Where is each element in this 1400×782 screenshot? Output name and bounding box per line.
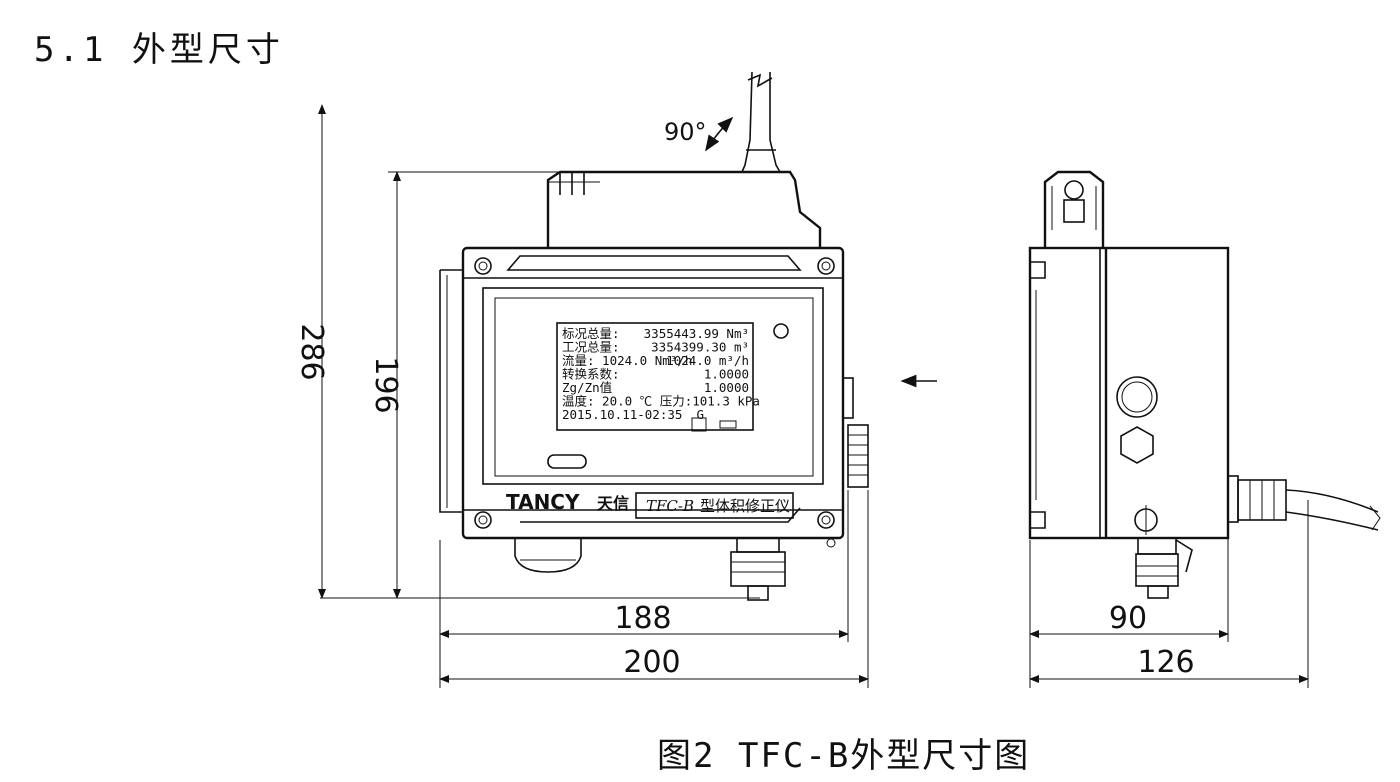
indicator-led <box>773 323 789 339</box>
dimension-lines <box>318 104 1309 688</box>
bottom-gland-left <box>514 538 582 573</box>
rotation-arrow <box>705 116 734 152</box>
side-bottom-gland <box>1134 505 1193 599</box>
dim-body-height: 196 <box>368 356 403 413</box>
lcd-line-label: 标况总量: <box>562 326 620 341</box>
nameplate: TANCY 天信 TFC-B 型体积修正仪 <box>506 490 794 519</box>
figure-caption: 图2 TFC-B外型尺寸图 <box>657 736 1031 776</box>
model-label: TFC-B <box>646 497 694 515</box>
section-title: 5.1 外型尺寸 <box>34 30 284 70</box>
lcd-line-label: 工况总量: <box>562 340 620 355</box>
lcd-line-label: 流量: 1024.0 Nm³/h <box>562 353 692 368</box>
lcd-line-value: G <box>696 407 704 422</box>
display-window <box>482 287 824 485</box>
lcd-screen <box>556 322 754 431</box>
corner-screws <box>474 257 835 529</box>
side-hex-nut <box>1120 426 1154 464</box>
side-cable-gland <box>1227 475 1381 531</box>
dim-side-depth: 90 <box>1109 601 1147 636</box>
lcd-signal-box <box>691 417 707 432</box>
lcd-line-value: 1024.0 m³/h <box>666 353 749 368</box>
ir-port <box>547 454 587 469</box>
lcd-line-label: 转换系数: <box>562 367 620 382</box>
dim-total-height: 286 <box>294 323 329 380</box>
rotation-label: 90° <box>664 118 707 146</box>
front-view: 90° 标况总量: 3355443.99 Nm³ 工况总量: 3354399.30 m… <box>439 71 869 601</box>
bottom-gland-right <box>730 537 786 601</box>
side-port <box>842 377 854 419</box>
lcd-line-value: 3354399.30 m³ <box>651 340 749 355</box>
lcd-line-label: 2015.10.11-02:35 <box>562 407 682 422</box>
antenna <box>741 71 781 173</box>
lcd-text: 标况总量: 3355443.99 Nm³ 工况总量: 3354399.30 m³流量:… <box>562 326 760 432</box>
side-body <box>1028 246 1230 540</box>
dim-side-total: 126 <box>1137 645 1194 680</box>
product-name: 型体积修正仪 <box>700 497 790 515</box>
lcd-line-value: 1.0000 <box>704 367 749 382</box>
top-bracket <box>546 170 822 248</box>
dim-total-width: 200 <box>623 645 680 680</box>
lcd-line-label: Zg/Zn值 <box>562 380 612 395</box>
battery-icon <box>719 420 737 429</box>
dim-body-width: 188 <box>614 601 671 636</box>
lcd-line-value: 3355443.99 Nm³ <box>644 326 749 341</box>
side-view <box>1028 170 1381 599</box>
side-boss <box>1116 376 1158 418</box>
brand-cn: 天信 <box>597 494 629 513</box>
side-gland <box>847 424 869 488</box>
lcd-line-label: 温度: 20.0 ℃ 压力:101.3 kPa <box>562 394 760 409</box>
brand-logo: TANCY <box>506 490 580 514</box>
side-top-clip <box>1043 170 1105 248</box>
lcd-line-value: 1.0000 <box>704 380 749 395</box>
